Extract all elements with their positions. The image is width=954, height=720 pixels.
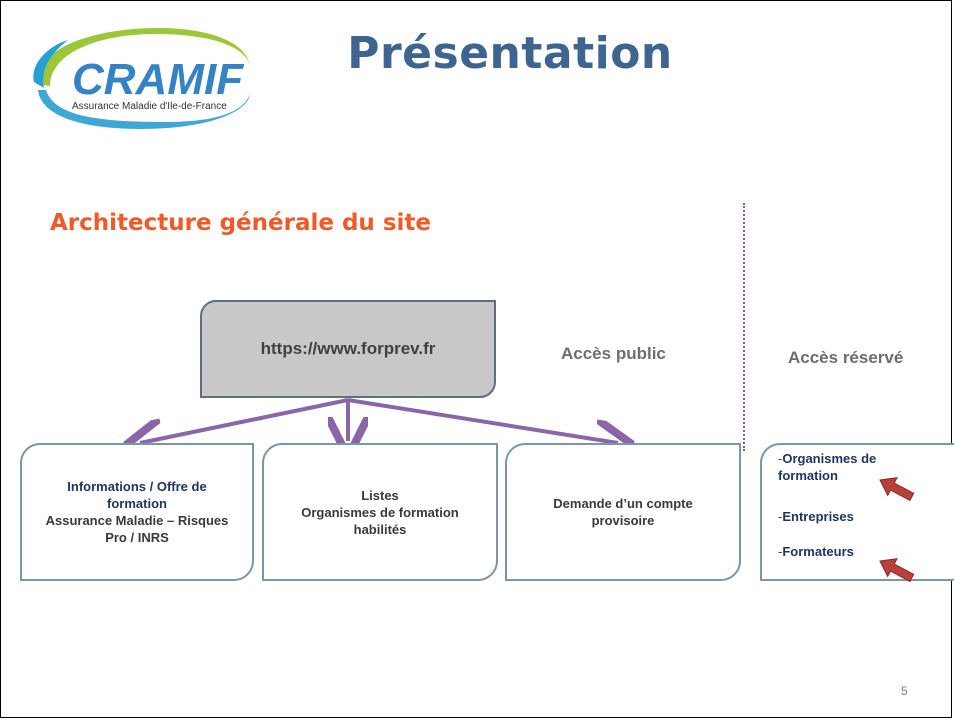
highlight-arrow-organismes <box>879 477 915 502</box>
box-reserved-access: -Organismes de formation -Entreprises -F… <box>760 443 954 581</box>
reserved-item-entreprises: -Entreprises <box>778 508 854 525</box>
site-url-label: https://www.forprev.fr <box>260 339 436 358</box>
cramif-logo: CRAMIF Assurance Maladie d'Ile-de-France <box>33 28 250 129</box>
reserved-item-dash: - <box>778 451 783 466</box>
box-demande-body: Demande d’un compte provisoire <box>553 496 693 528</box>
box-informations-body: Assurance Maladie – Risques Pro / INRS <box>45 513 229 545</box>
reserved-item-label: Formateurs <box>782 544 854 559</box>
page-number: 5 <box>901 684 908 698</box>
reserved-access-label: Accès réservé <box>788 348 904 367</box>
arrow-to-informations <box>140 398 349 443</box>
arrow-to-demande <box>347 398 618 443</box>
box-informations-title: Informations / Offre de formation <box>67 479 207 511</box>
logo-wordmark: CRAMIF <box>72 55 244 104</box>
reserved-item-dash: - <box>778 544 783 559</box>
access-divider <box>743 203 745 451</box>
box-demande: Demande d’un compte provisoire <box>505 443 741 581</box>
reserved-item-label: Organismes de formation <box>778 451 877 483</box>
public-access-label: Accès public <box>561 344 666 363</box>
logo-tagline: Assurance Maladie d'Ile-de-France <box>72 101 227 112</box>
reserved-item-formateurs: -Formateurs <box>778 543 854 560</box>
highlight-arrow-formateurs <box>879 558 915 583</box>
box-listes-body: Organismes de formation habilités <box>301 504 459 537</box>
site-url-box: https://www.forprev.fr <box>200 300 496 398</box>
reserved-item-dash: - <box>778 509 783 524</box>
reserved-item-organismes: -Organismes de formation <box>778 450 918 484</box>
box-informations: Informations / Offre de formation Assura… <box>20 443 254 581</box>
section-subtitle: Architecture générale du site <box>50 210 431 236</box>
reserved-item-label: Entreprises <box>782 509 854 524</box>
box-listes-title: Listes <box>361 487 399 503</box>
slide-title: Présentation <box>347 28 673 79</box>
box-listes: Listes Organismes de formation habilités <box>262 443 498 581</box>
